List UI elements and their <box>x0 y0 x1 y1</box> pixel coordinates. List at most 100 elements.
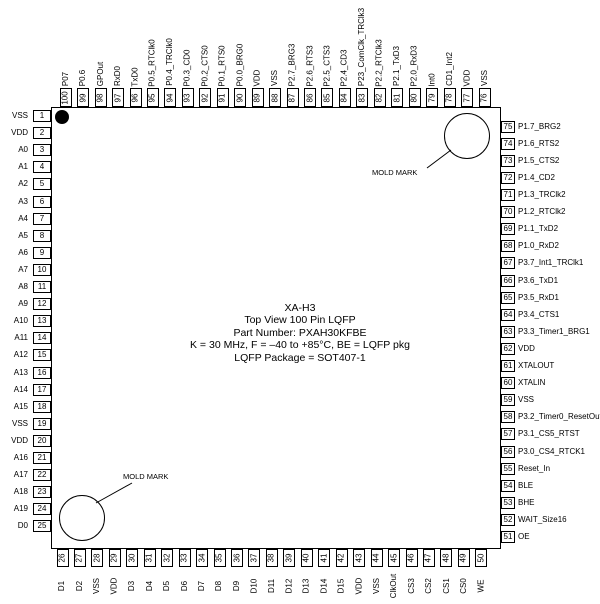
pin-number-top: 94 <box>164 88 177 107</box>
pin-number-text: 97 <box>113 93 123 102</box>
pin-number-text: 50 <box>476 553 486 563</box>
pin-label-text: P3.3_Timer1_BRG1 <box>518 327 590 336</box>
pin-number-right: 68 <box>501 240 515 253</box>
pin-label-bottom: D3 <box>126 569 138 603</box>
pin-label-top: P0.3_CD0 <box>182 0 194 86</box>
pin-label-text: D7 <box>197 580 207 592</box>
pin-label-text: D11 <box>266 578 276 594</box>
pin-label-right: P1.5_CTS2 <box>518 157 600 165</box>
pin-number-top: 99 <box>77 88 90 107</box>
pin-number-right: 69 <box>501 223 515 236</box>
pin-number-text: 1 <box>39 111 45 120</box>
pin-number-top: 100 <box>59 88 72 107</box>
pin-number-right: 75 <box>501 120 515 133</box>
pin-number-bottom: 36 <box>231 549 243 567</box>
pin-number-text: 3 <box>39 145 45 155</box>
pin-number-left: 22 <box>33 469 51 482</box>
pin-label-text: VDD <box>252 69 262 86</box>
pin-number-bottom: 47 <box>422 549 435 567</box>
pin-label-text: CS2 <box>423 578 433 594</box>
pin-number-right: 67 <box>501 257 515 270</box>
pin-number-text: 36 <box>232 553 241 563</box>
pin-label-left: A17 <box>13 470 28 480</box>
pin-label-text: VDD <box>461 69 471 86</box>
pin-label-text: P3.2_Timer0_ResetOut <box>518 413 600 422</box>
pin-label-text: D8 <box>214 580 224 592</box>
pin-number-left: 17 <box>33 383 51 396</box>
pin-label-text: D3 <box>127 580 137 592</box>
pin-number-text: 25 <box>37 521 47 531</box>
pin-number-right: 66 <box>501 274 515 287</box>
pin-number-bottom: 26 <box>56 549 69 567</box>
pin-number-right: 61 <box>501 360 515 372</box>
pin-label-left: A16 <box>13 453 28 462</box>
pin-label-left: VSS <box>11 111 28 120</box>
pin-label-top: VSS <box>479 0 491 86</box>
pin-number-text: 99 <box>78 93 88 102</box>
pin-number-top: 96 <box>129 88 142 107</box>
pin-number-bottom: 29 <box>108 549 121 567</box>
pin-number-text: 11 <box>37 282 47 291</box>
pin-label-text: TxD0 <box>130 66 140 87</box>
pin-number-left: 18 <box>33 400 51 413</box>
pin-number-left: 5 <box>33 178 51 191</box>
pin-label-text: D6 <box>179 580 189 592</box>
pin-label-overline: BLE <box>518 481 534 490</box>
pin-label-top: P0.0_BRG0 <box>234 0 246 86</box>
pin-number-text: 38 <box>266 553 276 563</box>
pin-number-text: 93 <box>182 93 192 102</box>
pin-number-left: 9 <box>33 246 51 259</box>
pin-number-right: 70 <box>501 206 515 219</box>
pin-number-text: 51 <box>503 532 513 541</box>
pin-label-text: P3.0_CS4_RTCK1 <box>518 447 585 456</box>
pin-number-text: 48 <box>441 553 451 563</box>
pin-number-bottom: 27 <box>73 549 86 567</box>
pin-label-text: WAIT_Size16 <box>518 515 567 524</box>
pin-label-text: P3.4_CTS1 <box>518 310 560 319</box>
pin-number-bottom: 28 <box>91 549 104 567</box>
pin-number-top: 97 <box>112 88 125 107</box>
pin-label-text: P2.4_CD3 <box>339 49 349 86</box>
pin-number-top: 98 <box>94 88 107 107</box>
pin-label-text: P3.1_CS5_RTST <box>518 430 580 439</box>
pin-number-text: 4 <box>39 162 45 172</box>
pin-label-left: A9 <box>18 299 28 309</box>
pin-number-text: 77 <box>462 93 472 102</box>
pin-number-left: 12 <box>33 298 51 311</box>
pin-label-right: XTALIN <box>518 379 600 387</box>
pin-label-top: P2.4_CD3 <box>339 0 351 86</box>
pin1-indicator-dot <box>55 110 69 124</box>
pin-number-text: 85 <box>322 93 332 102</box>
pin-number-top: 83 <box>356 88 369 107</box>
package-line: LQFP Package = SOT407-1 <box>234 351 366 364</box>
pin-number-text: 70 <box>503 207 513 217</box>
pin-number-text: 57 <box>503 429 513 439</box>
pin-number-text: 90 <box>235 93 245 102</box>
pin-label-bottom: D2 <box>74 569 86 603</box>
pin-label-text: D1 <box>57 580 67 592</box>
pin-number-bottom: 49 <box>457 549 470 567</box>
pin-number-bottom: 44 <box>370 549 383 567</box>
pin-number-top: 84 <box>338 88 351 107</box>
pin-label-overline: BHE <box>518 498 535 507</box>
pin-number-left: 8 <box>33 229 51 242</box>
pin-number-right: 62 <box>501 342 515 355</box>
pin-label-text: P0.6 <box>78 69 88 87</box>
pin-number-text: 10 <box>37 264 47 274</box>
pin-number-bottom: 31 <box>143 549 156 567</box>
pin-label-text: P1.6_RTS2 <box>518 139 560 148</box>
chip-body <box>51 107 501 549</box>
mold-mark-bottom-leader <box>95 482 133 504</box>
pin-label-left: A3 <box>18 196 28 206</box>
pin-label-right: WAIT_Size16 <box>518 516 600 524</box>
pin-label-right: P3.1_CS5_RTST <box>518 430 600 438</box>
pin-label-text: P23_ComClk_TRClk3 <box>357 7 367 87</box>
pin-number-text: 45 <box>389 553 399 563</box>
pin-label-top: TxD0 <box>130 0 142 86</box>
pin-number-text: 15 <box>37 350 47 360</box>
pin-number-text: 13 <box>37 316 47 326</box>
mold-mark-top-circle <box>444 113 490 159</box>
pin-label-right: P3.5_RxD1 <box>518 294 600 302</box>
pin-number-text: 62 <box>503 343 513 353</box>
pin-label-text: CS1 <box>441 578 451 594</box>
